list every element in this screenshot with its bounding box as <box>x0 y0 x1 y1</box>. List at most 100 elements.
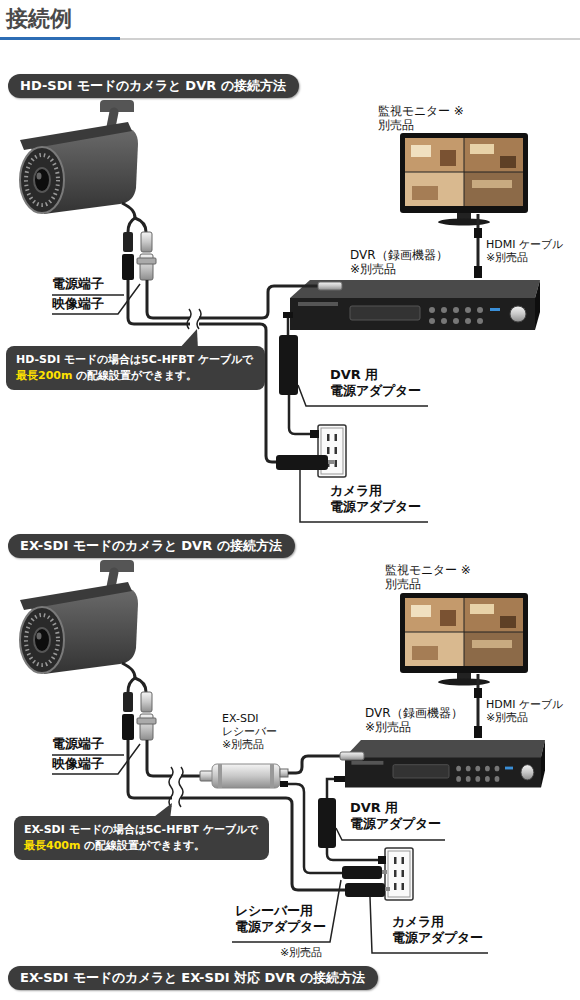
part-label: 電源端子 <box>52 276 122 292</box>
title-rule <box>120 38 580 40</box>
receiver-band <box>218 764 222 788</box>
hdmi-cable <box>477 214 480 268</box>
ac-plug <box>378 856 386 864</box>
screen-detail <box>470 144 494 154</box>
video-cable <box>147 280 318 318</box>
part-label: カメラ用 電源アダプター <box>330 483 430 514</box>
callout-bubble: EX-SDI モードの場合は5C-HFBT ケーブルで最長400m の配線設置がで… <box>14 816 269 860</box>
receiver-output <box>280 769 288 777</box>
dvr-figure <box>345 740 545 788</box>
part-label: DVR（録画機器） ※別売品 <box>365 706 471 735</box>
bnc-plug <box>318 282 342 290</box>
screen-divider <box>405 138 523 206</box>
adapter-prong <box>382 870 387 874</box>
adapter-prong <box>328 460 334 464</box>
cable-break <box>197 309 201 329</box>
part-label: 監視モニター ※別売品 <box>378 104 468 133</box>
camera-adapter <box>345 883 385 897</box>
camera-lens <box>34 168 50 192</box>
part-label: EX-SDI レシーバー ※別売品 <box>222 712 284 752</box>
cable-break <box>169 767 173 807</box>
part-label: ※別売品 <box>280 946 340 959</box>
camera-ir-leds <box>26 155 58 205</box>
section-band: EX-SDI モードのカメラと DVR の接続方法 <box>8 534 295 558</box>
node-text: EX-SDI モードの場合は5C-HFBT ケーブルで <box>24 822 259 838</box>
node-text: の配線設置ができます。 <box>76 369 197 382</box>
part-label: 映像端子 <box>52 756 122 772</box>
section-band: HD-SDI モードのカメラと DVR の接続方法 <box>8 74 299 98</box>
camera-wire <box>135 218 146 232</box>
camera-shield <box>20 122 132 150</box>
title-rule <box>0 37 120 40</box>
screen-detail <box>411 145 431 157</box>
dvr-adapter <box>279 335 298 395</box>
dc-plug <box>283 312 293 318</box>
camera-wire <box>128 218 135 232</box>
screen-detail <box>500 156 516 168</box>
part-label: DVR 用 電源アダプター <box>330 367 430 398</box>
node-text: 最長200m <box>16 369 72 382</box>
part-label: 映像端子 <box>52 296 122 312</box>
page-title: 接続例 <box>6 4 72 34</box>
node-text: の配線設置ができます。 <box>84 839 205 852</box>
hdmi-plug <box>474 228 482 238</box>
part-label: HDMI ケーブル ※別売品 <box>486 238 572 264</box>
screen-detail <box>472 180 512 188</box>
screen-view <box>464 172 523 206</box>
power-cord <box>327 779 334 798</box>
monitor-screen <box>405 138 523 206</box>
ac-plug <box>310 430 319 438</box>
screen-detail <box>412 186 438 200</box>
power-plug <box>122 254 134 280</box>
receiver-band <box>270 764 274 788</box>
video-cable <box>288 756 340 773</box>
dc-plug <box>280 781 288 787</box>
node-text: 最長400m <box>24 839 80 852</box>
power-cord <box>287 318 290 335</box>
dvr-adapter <box>318 798 336 848</box>
screen-view <box>405 138 464 172</box>
bnc-plug <box>200 771 213 781</box>
power-cord <box>289 395 314 434</box>
camera-adapter <box>276 455 328 470</box>
camera-bezel <box>20 147 64 213</box>
part-label: DVR 用 電源アダプター <box>350 800 450 831</box>
camera-figure <box>20 100 156 314</box>
section-band: EX-SDI モードのカメラと EX-SDI 対応 DVR の接続方法 <box>8 966 378 990</box>
monitor-bezel <box>400 133 528 213</box>
leader-line <box>232 880 341 942</box>
part-label: DVR（録画機器） ※別売品 <box>350 248 456 277</box>
power-cord <box>327 848 381 860</box>
screen-view <box>464 138 523 172</box>
outlet-figure <box>385 848 413 900</box>
part-label: レシーバー用 電源アダプター <box>235 903 335 934</box>
power-cable <box>128 740 345 890</box>
camera-wire <box>122 203 135 218</box>
part-label: HDMI ケーブル ※別売品 <box>486 698 572 724</box>
bnc-ring <box>137 258 156 264</box>
monitor-base <box>438 219 490 226</box>
part-label: カメラ用 電源アダプター <box>392 914 492 945</box>
node-text: HD-SDI モードの場合は5C-HFBT ケーブルで <box>16 352 255 368</box>
screen-view <box>405 172 464 206</box>
receiver-body <box>212 764 280 788</box>
callout-bubble: HD-SDI モードの場合は5C-HFBT ケーブルで最長200m の配線設置がで… <box>6 346 265 390</box>
node-text: EX-SDI モードのカメラと EX-SDI 対応 DVR の接続方法 <box>20 970 365 985</box>
lens-glint <box>37 173 42 180</box>
part-label: 電源端子 <box>52 736 122 752</box>
bnc-plug <box>340 752 364 760</box>
cable-break <box>179 767 183 807</box>
screen-detail <box>440 150 456 166</box>
adapter-prong <box>385 887 390 891</box>
dc-plug <box>334 776 345 782</box>
camera-figure <box>20 560 156 774</box>
cable-break <box>187 309 191 329</box>
receiver-adapter <box>342 866 382 879</box>
bnc-jack <box>141 232 152 252</box>
power-jack <box>123 232 133 252</box>
leader-line <box>52 294 124 296</box>
part-label: 監視モニター ※別売品 <box>385 563 475 592</box>
node-text: EX-SDI モードのカメラと DVR の接続方法 <box>20 538 282 553</box>
